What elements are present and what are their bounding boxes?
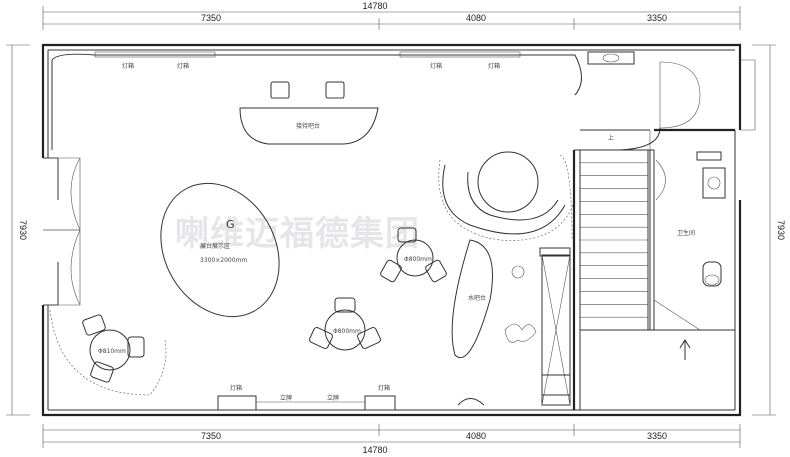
display-zone-label: 展台展示区 [200,242,230,250]
water-bar: 水吧台 [438,151,576,359]
dim-left-height: 7930 [18,220,28,240]
watermark-text: 喇维迈福德集团 [175,214,420,254]
stand-2-label: 立牌 [327,394,339,402]
stair-up-label: 上 [608,134,614,142]
storage-column [539,247,571,406]
stand-1-label: 立牌 [280,394,292,402]
bottom-dimensions: 7350 4080 3350 14780 [42,424,741,455]
bottom-light-2-label: 灯箱 [378,384,390,392]
light-box-4-label: 灯箱 [488,62,500,70]
right-exit-door [659,59,756,131]
staircase: 上 [579,127,661,331]
left-entrance-doors [43,157,81,306]
light-box-1-label: 灯箱 [122,62,134,70]
ceiling-contour [51,53,582,150]
light-box-3-label: 灯箱 [430,62,442,70]
table-left-label: Φ810mm [98,348,126,355]
table-right: Φ800mm [380,227,447,283]
display-code: G [226,218,235,231]
dotted-curve-counter [559,154,573,241]
top-dimensions: 14780 7350 4080 3350 [42,1,741,30]
dim-right-height: 7930 [776,220,786,240]
bottom-light-1-label: 灯箱 [230,384,242,392]
restroom-label: 卫生间 [677,229,695,237]
table-left: Φ810mm [49,309,167,396]
light-box-2-label: 灯箱 [177,62,189,70]
dim-bottom-seg-1: 7350 [201,431,221,441]
dim-top-seg-2: 4080 [466,13,486,23]
dim-top-seg-1: 7350 [201,13,221,23]
dim-top-seg-3: 3350 [647,13,667,23]
dim-top-total: 14780 [362,1,387,11]
reception-label: 接待吧台 [296,122,320,130]
reception-bar: 接待吧台 [239,81,379,145]
restroom: 卫生间 [653,128,735,360]
table-center-label: Φ800mm [333,328,361,335]
top-right-fixture [587,51,635,65]
dim-bottom-seg-2: 4080 [466,431,486,441]
water-bar-label: 水吧台 [468,294,486,302]
top-light-boxes: 灯箱 灯箱 灯箱 灯箱 [94,51,521,70]
decor-plant [504,323,537,343]
bottom-fixtures: 灯箱 灯箱 立牌 立牌 [217,384,485,411]
dim-bottom-total: 14780 [362,445,387,455]
partition-wall [572,149,581,410]
right-dimension: 7930 [752,44,786,416]
display-size-label: 3300×2000mm [200,257,247,264]
dim-bottom-seg-3: 3350 [647,431,667,441]
table-right-label: Φ800mm [404,256,432,263]
left-dimension: 7930 [6,44,30,416]
table-center: Φ800mm [309,297,381,351]
display-area: G 展台展示区 3300×2000mm [160,182,280,318]
